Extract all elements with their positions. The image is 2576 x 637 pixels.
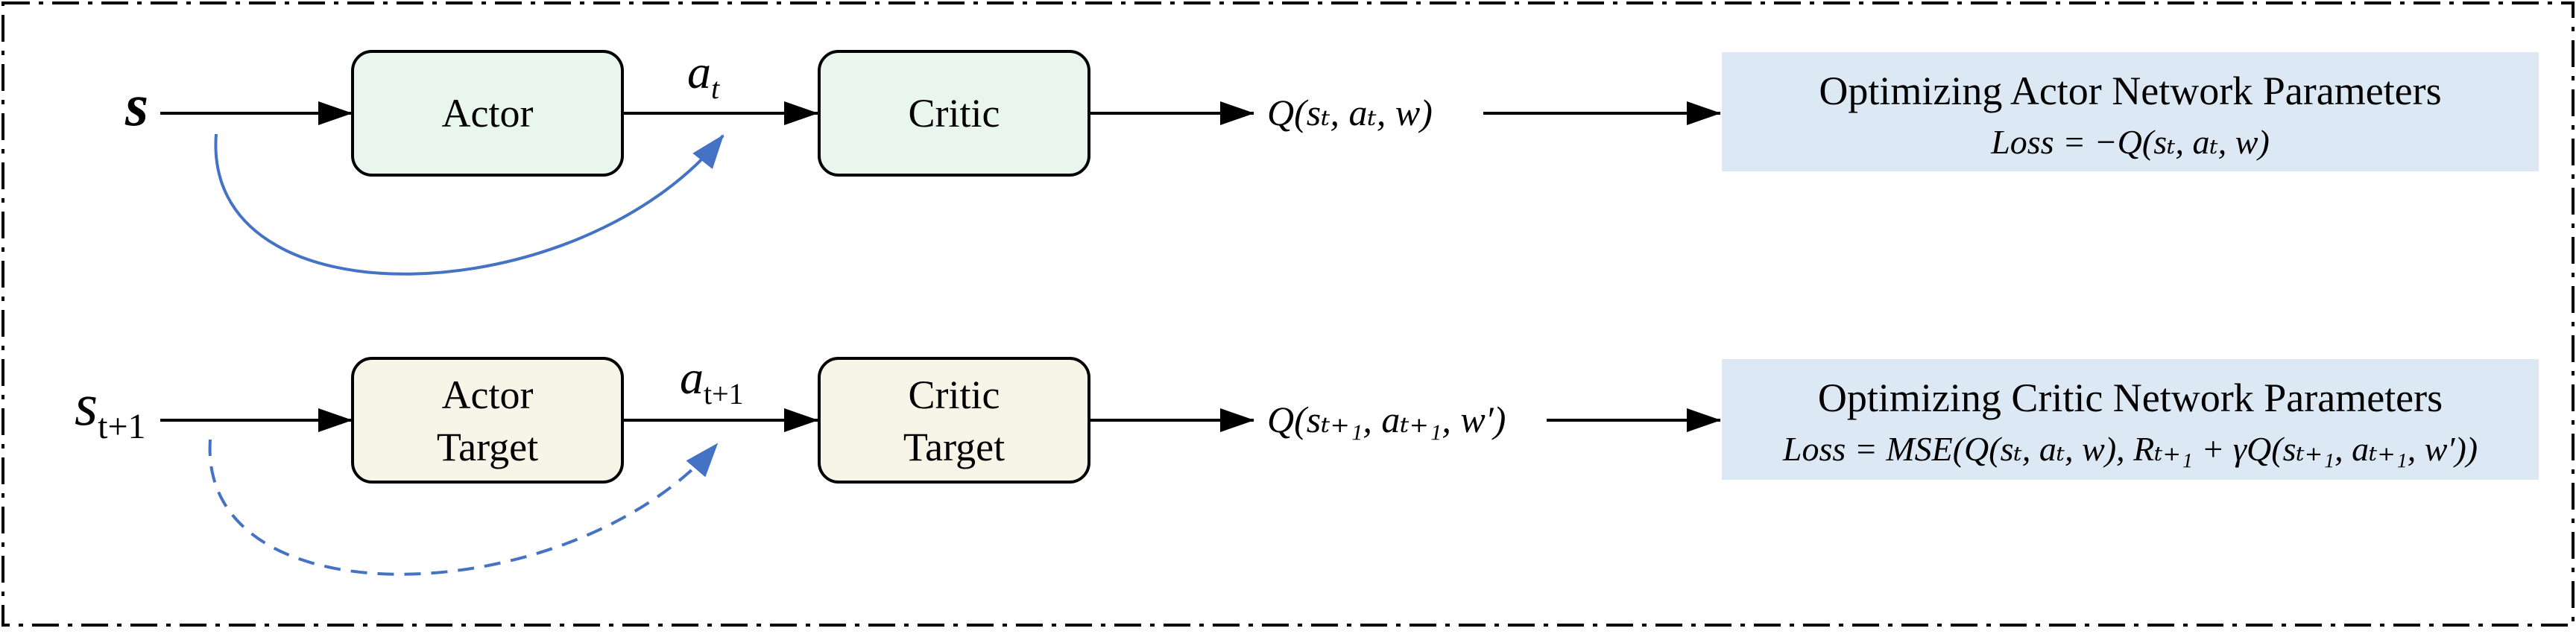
actor-box-label: Actor <box>442 91 534 136</box>
actor-panel-title: Optimizing Actor Network Parameters <box>1819 69 2441 113</box>
actor-box <box>351 50 624 177</box>
row1-action-label: at <box>687 45 720 105</box>
critic-box-label: Critic <box>909 91 1000 136</box>
actor-target-label-line1: Actor <box>442 373 534 417</box>
critic-target-box <box>818 357 1090 484</box>
actor-target-box <box>351 357 624 484</box>
critic-target-label-line1: Critic <box>909 373 1000 417</box>
actor-optimization-panel <box>1722 52 2539 171</box>
critic-optimization-panel <box>1722 359 2539 480</box>
actor-panel-loss: Loss = −Q(sₜ, aₜ, w) <box>1990 123 2270 161</box>
critic-panel-title: Optimizing Critic Network Parameters <box>1818 375 2443 420</box>
row2-q-output: Q(sₜ₊₁, aₜ₊₁, w′) <box>1267 399 1506 440</box>
actor-target-label-line2: Target <box>437 425 538 469</box>
row2-blue-dashed-curve-arrow <box>208 439 719 576</box>
row1-blue-curve-arrow <box>214 133 724 276</box>
row2-input-state: st+1 <box>75 373 146 446</box>
row1-q-output: Q(sₜ, aₜ, w) <box>1267 92 1433 133</box>
critic-box <box>818 50 1090 177</box>
row1-input-state: s <box>124 73 148 139</box>
critic-target-label-line2: Target <box>903 425 1005 469</box>
critic-panel-loss: Loss = MSE(Q(sₜ, aₜ, w), Rₜ₊₁ + γQ(sₜ₊₁,… <box>1782 430 2478 468</box>
row2-action-label: at+1 <box>680 351 744 411</box>
